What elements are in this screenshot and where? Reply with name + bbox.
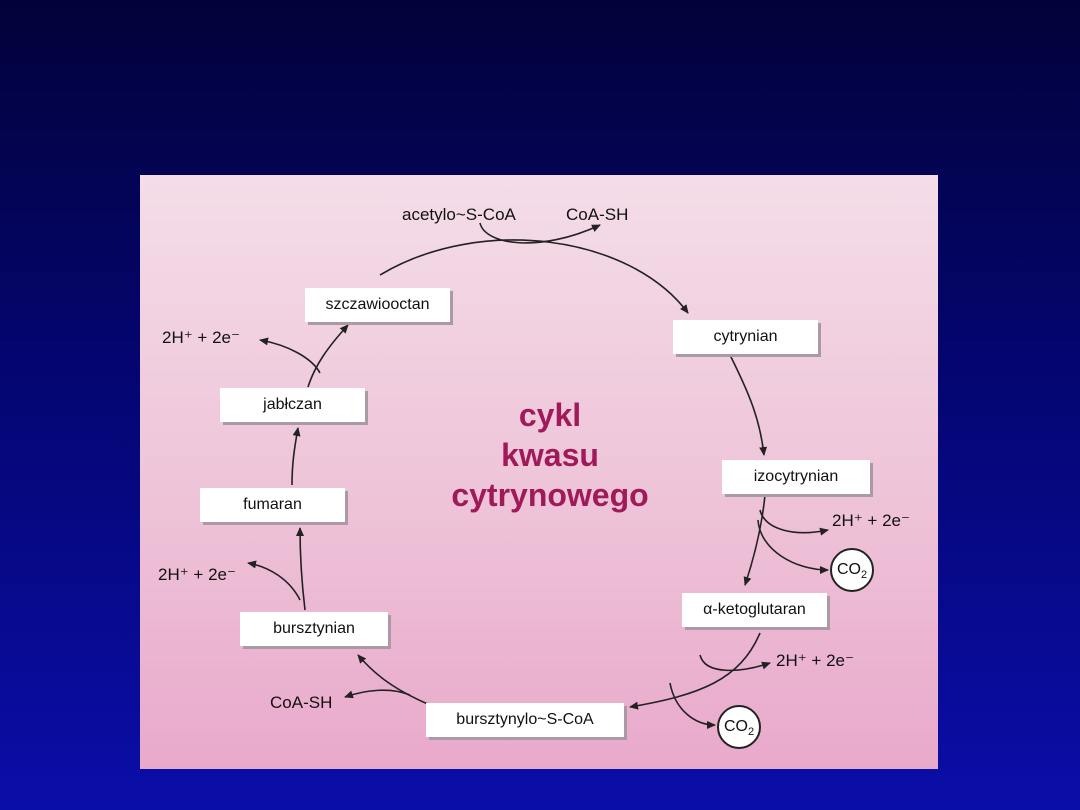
isocitrate-h2-label: 2H⁺ + 2e⁻	[832, 511, 910, 530]
ketoglutarate-h2-label: 2H⁺ + 2e⁻	[776, 651, 854, 670]
acetyl-coa-label: acetylo~S-CoA	[402, 205, 516, 224]
arrow-succinate-fumarate	[296, 527, 306, 611]
arrow-isocitrate-h2	[759, 509, 829, 536]
co2-circle-isocitrate: CO2	[830, 548, 874, 592]
arrow-oxaloacetate-citrate	[379, 239, 689, 314]
arrow-isocitrate-ketoglutarate	[743, 494, 766, 586]
title-line-3: cytrynowego	[451, 477, 649, 513]
succinyl-coa-box: bursztynylo~S-CoA	[426, 703, 624, 737]
arrow-acetyl-entry	[479, 222, 601, 244]
title-line-1: cykl	[518, 397, 582, 433]
arrow-ketoglutarate-succinylcoa	[629, 632, 761, 710]
arrow-malate-h2	[259, 337, 321, 374]
malate-h2-label: 2H⁺ + 2e⁻	[162, 328, 240, 347]
arrow-ketoglutarate-h2	[699, 654, 771, 672]
arrow-isocitrate-co2	[757, 519, 829, 574]
title-line-2: kwasu	[501, 437, 599, 473]
arrow-fumarate-malate	[291, 427, 301, 486]
arrow-citrate-isocitrate	[729, 354, 768, 456]
diagram-panel: acetylo~S-CoA CoA-SH szczawiooctan cytry…	[140, 175, 938, 769]
isocitrate-box: izocytrynian	[722, 460, 870, 494]
arrow-malate-oxaloacetate	[307, 324, 349, 388]
fumarate-box: fumaran	[200, 488, 345, 522]
co2-circle-ketoglutarate: CO2	[717, 705, 761, 749]
arrow-succinylcoa-succinate	[357, 654, 431, 706]
ketoglutarate-box: α-ketoglutaran	[682, 593, 827, 627]
succinate-box: bursztynian	[240, 612, 388, 646]
citrate-box: cytrynian	[673, 320, 818, 354]
coash-bottom-label: CoA-SH	[270, 693, 333, 712]
arrow-succinate-h2	[247, 560, 301, 601]
coash-top-label: CoA-SH	[566, 205, 629, 224]
arrow-coash-release	[344, 689, 411, 699]
malate-box: jabłczan	[220, 388, 365, 422]
oxaloacetate-box: szczawiooctan	[305, 288, 450, 322]
succinate-h2-label: 2H⁺ + 2e⁻	[158, 565, 236, 584]
cycle-arrows	[247, 222, 829, 729]
arrow-ketoglutarate-co2	[669, 682, 716, 729]
